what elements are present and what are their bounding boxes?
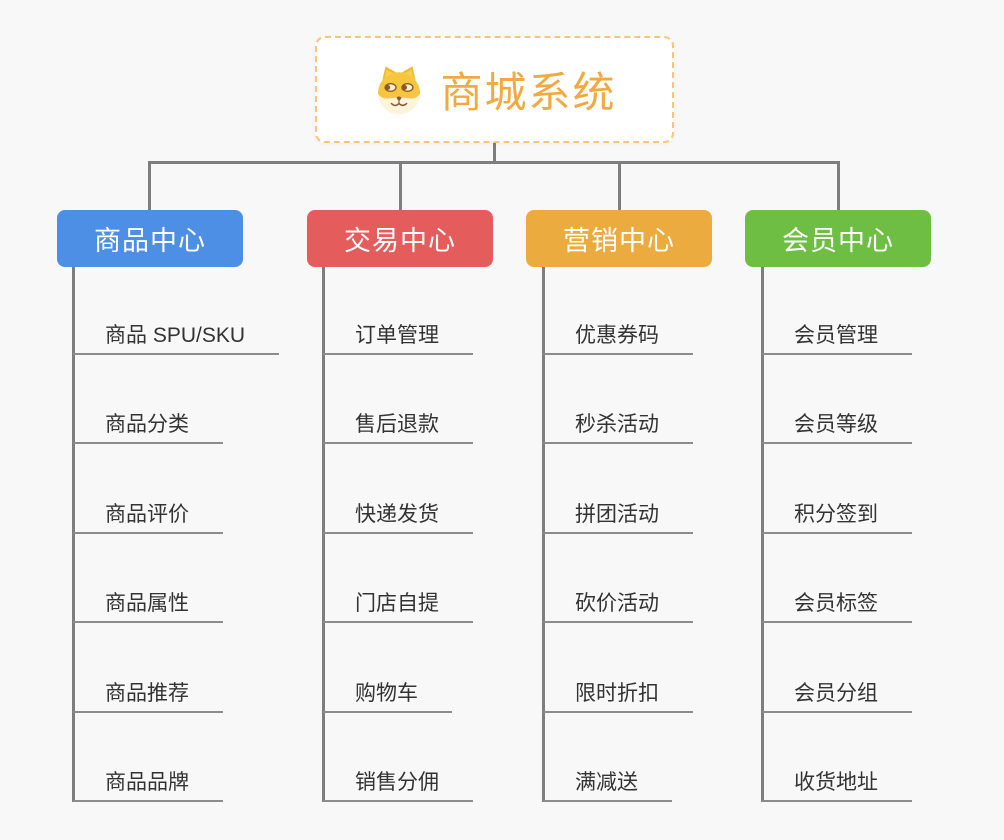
leaf-node[interactable]: 购物车 [323,680,452,713]
leaf-node[interactable]: 拼团活动 [543,501,693,534]
root-stem-connector [493,143,496,162]
leaf-node[interactable]: 商品品牌 [73,769,223,802]
leaf-node[interactable]: 订单管理 [323,322,473,355]
leaf-node[interactable]: 商品分类 [73,411,223,444]
leaf-node[interactable]: 优惠券码 [543,322,693,355]
drop-connector-marketing [618,161,621,210]
leaf-node[interactable]: 限时折扣 [543,680,693,713]
leaf-node[interactable]: 商品推荐 [73,680,223,713]
leaf-node[interactable]: 秒杀活动 [543,411,693,444]
leaf-node[interactable]: 积分签到 [762,501,912,534]
root-title: 商城系统 [440,69,617,116]
leaf-node[interactable]: 会员管理 [762,322,912,355]
trunk-connector-marketing [542,267,545,802]
leaf-node[interactable]: 商品 SPU/SKU [73,322,280,355]
leaf-node[interactable]: 满减送 [543,769,672,802]
leaf-node[interactable]: 砍价活动 [543,590,693,623]
leaf-node[interactable]: 会员等级 [762,411,912,444]
doge-face-icon [378,65,421,114]
root-node-mall-system[interactable]: 商城系统 [315,36,674,143]
leaf-node[interactable]: 会员分组 [762,680,912,713]
drop-connector-product [148,161,151,210]
trunk-connector-product [72,267,75,802]
leaf-node[interactable]: 售后退款 [323,411,473,444]
leaf-node[interactable]: 收货地址 [762,769,912,802]
leaf-node[interactable]: 会员标签 [762,590,912,623]
leaf-node[interactable]: 快递发货 [323,501,473,534]
drop-connector-trade [399,161,402,210]
branch-node-member-center[interactable]: 会员中心 [745,210,931,267]
branch-bus-connector [148,161,840,164]
branch-node-marketing-center[interactable]: 营销中心 [526,210,712,267]
branch-node-trade-center[interactable]: 交易中心 [307,210,493,267]
leaf-node[interactable]: 商品评价 [73,501,223,534]
leaf-node[interactable]: 销售分佣 [323,769,473,802]
drop-connector-member [837,161,840,210]
leaf-node[interactable]: 门店自提 [323,590,473,623]
leaf-node[interactable]: 商品属性 [73,590,223,623]
branch-node-product-center[interactable]: 商品中心 [57,210,243,267]
trunk-connector-member [761,267,764,802]
trunk-connector-trade [322,267,325,802]
